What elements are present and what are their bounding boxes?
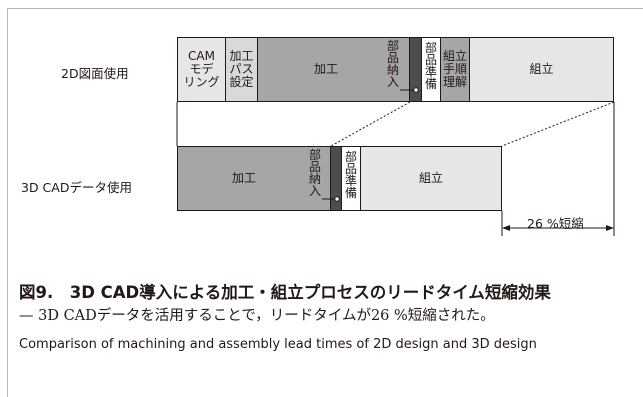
row-label-3d: 3D CADデータ使用 [21, 180, 132, 195]
delivery-2d-leader-dot [413, 87, 419, 93]
figure-frame-top [7, 8, 643, 9]
figure-english-caption: Comparison of machining and assembly lea… [19, 337, 537, 352]
segment-machining-3d: 加工 [177, 146, 331, 211]
segment-delivery-3d-label: 部品納入 [308, 148, 321, 198]
segment-path-setting: 加工 パス 設定 [225, 37, 258, 102]
segment-delivery-2d-label: 部品納入 [386, 39, 399, 89]
segment-path-setting-label: 加工 パス 設定 [229, 49, 254, 89]
reduction-label: 26 %短縮 [527, 216, 584, 231]
segment-assembly-2d: 組立 [469, 37, 614, 102]
segment-prep-3d-label: 部品準備 [344, 150, 357, 200]
segment-cam-modeling: CAM モデ リング [177, 37, 226, 102]
segment-assembly-2d-label: 組立 [529, 62, 554, 76]
figure-frame-left [7, 8, 8, 397]
dimension-arrow-right [606, 225, 614, 231]
machining-end-dashed-line [330, 101, 411, 147]
delivery-3d-leader-dot [334, 196, 340, 202]
segment-prep-3d: 部品準備 [341, 146, 361, 211]
segment-delivery-2d-label-wrap: 部品納入 [386, 40, 400, 88]
segment-assembly-3d-label: 組立 [418, 171, 443, 185]
segment-prep-2d-label: 部品準備 [424, 41, 437, 91]
segment-machining-2d-label: 加工 [314, 62, 339, 76]
segment-cam-modeling-label: CAM モデ リング [183, 49, 220, 89]
dimension-arrow-left [502, 225, 510, 231]
assembly-end-dashed-line [501, 101, 615, 147]
segment-procedure-2d: 組立 手順 理解 [440, 37, 470, 102]
figure-subtitle: — 3D CADデータを活用することで，リードタイムが26 %短縮された。 [19, 308, 495, 324]
segment-delivery-3d-label-wrap: 部品納入 [308, 149, 322, 197]
segment-machining-3d-label: 加工 [232, 171, 257, 185]
figure-title: 図9. 3D CAD導入による加工・組立プロセスのリードタイム短縮効果 [19, 283, 551, 302]
row-label-2d: 2D図面使用 [61, 66, 129, 81]
segment-procedure-2d-label: 組立 手順 理解 [442, 49, 467, 89]
segment-assembly-3d: 組立 [360, 146, 502, 211]
